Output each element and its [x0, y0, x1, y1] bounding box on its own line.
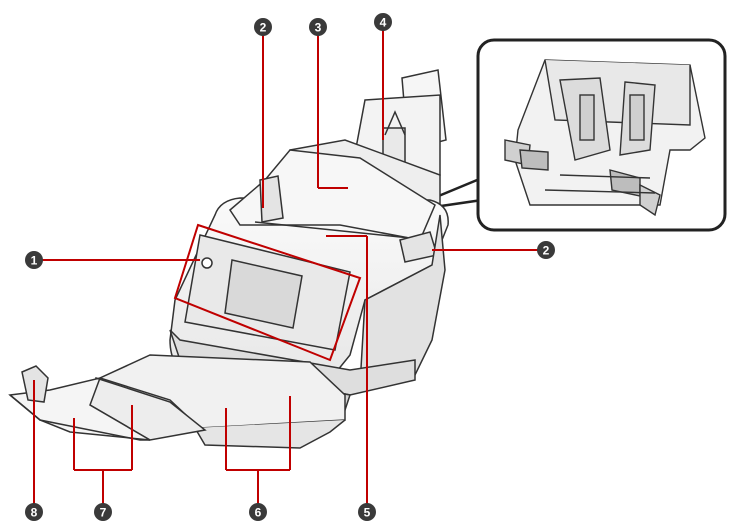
callout-number: 6	[255, 506, 262, 520]
callout-badge-7: 7	[94, 503, 112, 521]
callout-number: 7	[100, 506, 107, 520]
callout-badge-3: 3	[309, 18, 327, 36]
callout-badge-8: 8	[25, 503, 43, 521]
inset-input-tray-drawing	[504, 59, 706, 217]
callout-number: 4	[380, 16, 387, 30]
callout-badge-4: 4	[374, 13, 392, 31]
callout-badge-6: 6	[249, 503, 267, 521]
scanner-drawing	[8, 69, 449, 449]
callout-leaders	[33, 30, 540, 508]
callout-badge-5: 5	[358, 503, 376, 521]
callout-number: 2	[543, 244, 550, 258]
control-panel-highlight	[173, 223, 362, 362]
callout-number: 1	[31, 254, 38, 268]
touch-screen[interactable]	[224, 259, 303, 329]
callout-badge-2-left: 2	[254, 18, 272, 36]
output-tray	[89, 354, 346, 449]
inset-panel	[399, 38, 727, 232]
edge-guide-left	[259, 175, 284, 223]
callout-number: 5	[364, 506, 371, 520]
callout-number: 8	[31, 506, 38, 520]
callout-number: 3	[315, 21, 322, 35]
callout-number: 2	[260, 21, 267, 35]
callout-badge-2-right: 2	[537, 241, 555, 259]
power-button[interactable]	[201, 257, 213, 269]
callout-badge-1: 1	[25, 251, 43, 269]
